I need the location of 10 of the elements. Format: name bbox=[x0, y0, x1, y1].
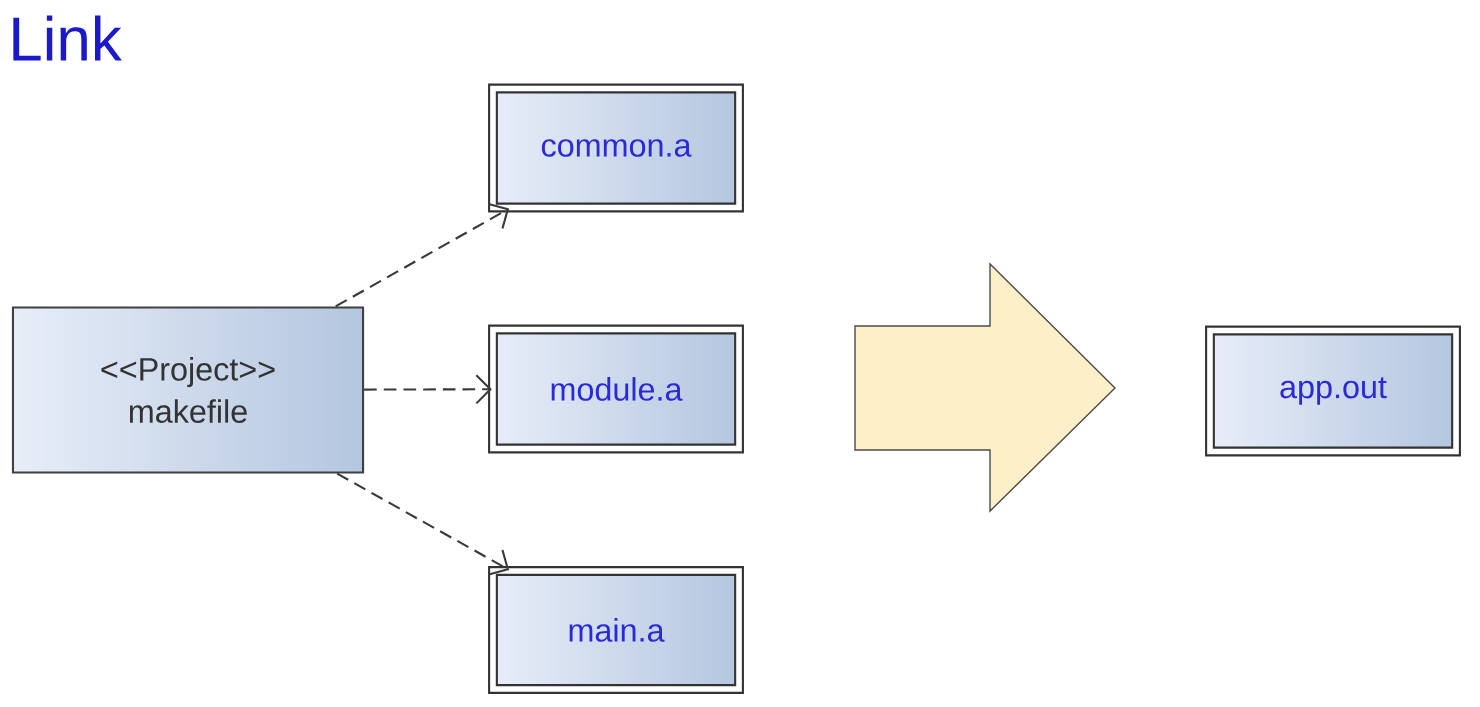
dashed-arrow bbox=[364, 374, 492, 405]
project-box: <<Project>> makefile bbox=[11, 306, 365, 474]
block-arrow bbox=[854, 262, 1116, 513]
file-box: module.a bbox=[488, 324, 744, 454]
dashed-arrow bbox=[336, 472, 510, 576]
title: Link bbox=[13, 15, 122, 61]
file-box: common.a bbox=[488, 83, 744, 213]
file-box: app.out bbox=[1205, 325, 1461, 457]
dashed-arrow bbox=[335, 202, 510, 308]
file-box: main.a bbox=[488, 566, 744, 694]
